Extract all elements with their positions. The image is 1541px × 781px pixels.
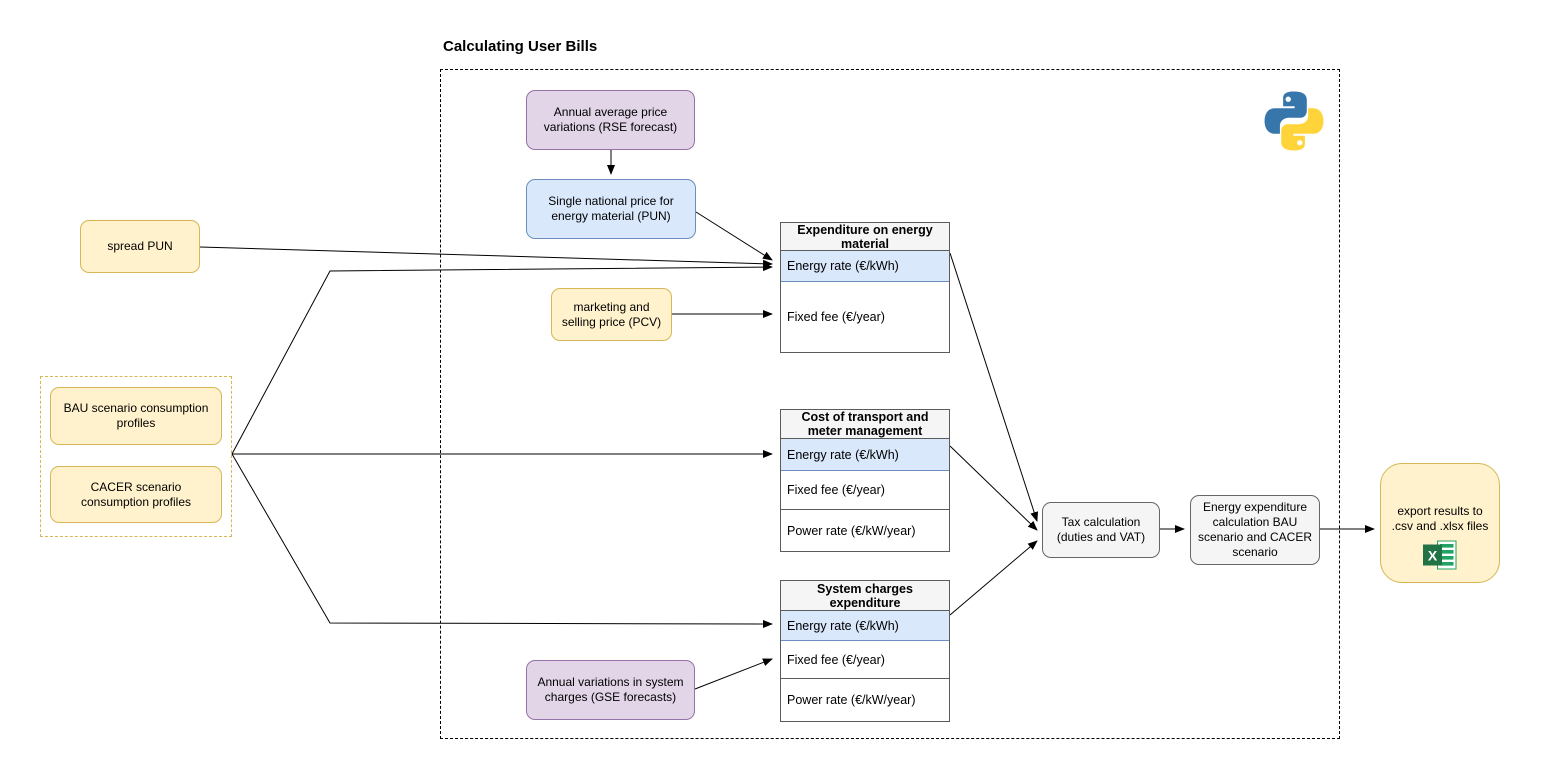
node-label: Tax calculation (duties and VAT)	[1056, 515, 1146, 544]
row-label: Energy rate (€/kWh)	[787, 447, 899, 462]
table-header: Cost of transport and meter management	[781, 410, 949, 439]
consumption-profiles-group	[40, 376, 232, 537]
table-row[interactable]: Fixed fee (€/year)	[781, 471, 949, 509]
row-label: Energy rate (€/kWh)	[787, 618, 899, 633]
node-label: CACER scenario consumption profiles	[80, 479, 192, 509]
node-spread-pun[interactable]: spread PUN	[80, 220, 200, 273]
table-row[interactable]: Energy rate (€/kWh)	[781, 611, 949, 641]
table-row[interactable]: Power rate (€/kW/year)	[781, 678, 949, 721]
node-label: Annual average price variations (RSE for…	[543, 105, 678, 134]
table-row[interactable]: Energy rate (€/kWh)	[781, 439, 949, 471]
node-rse-forecast[interactable]: Annual average price variations (RSE for…	[526, 90, 695, 150]
node-pcv[interactable]: marketing and selling price (PCV)	[551, 288, 672, 341]
python-logo-icon	[1262, 88, 1326, 159]
table-header: Expenditure on energy material	[781, 223, 949, 251]
row-label: Fixed fee (€/year)	[787, 483, 885, 497]
node-label: BAU scenario consumption profiles	[63, 401, 209, 430]
row-label: Fixed fee (€/year)	[787, 310, 885, 324]
row-label: Power rate (€/kW/year)	[787, 693, 916, 707]
node-label: spread PUN	[107, 239, 173, 253]
node-gse-forecasts[interactable]: Annual variations in system charges (GSE…	[526, 660, 695, 720]
node-cacer-consumption-profiles[interactable]: CACER scenario consumption profiles	[50, 466, 222, 523]
table-row[interactable]: Fixed fee (€/year)	[781, 641, 949, 678]
table-row[interactable]: Fixed fee (€/year)	[781, 282, 949, 352]
excel-spreadsheet-icon: X	[1423, 540, 1457, 574]
table-system-charges-expenditure[interactable]: System charges expenditure Energy rate (…	[780, 580, 950, 722]
row-label: Power rate (€/kW/year)	[787, 523, 916, 538]
svg-text:X: X	[1428, 548, 1438, 564]
node-label: Single national price for energy materia…	[548, 194, 674, 223]
node-tax-calculation[interactable]: Tax calculation (duties and VAT)	[1042, 502, 1160, 558]
table-expenditure-energy-material[interactable]: Expenditure on energy material Energy ra…	[780, 222, 950, 353]
row-label: Fixed fee (€/year)	[787, 652, 885, 667]
row-label: Energy rate (€/kWh)	[787, 259, 899, 273]
diagram-title: Calculating User Bills	[443, 38, 598, 55]
node-label: Annual variations in system charges (GSE…	[537, 675, 684, 704]
table-header: System charges expenditure	[781, 581, 949, 611]
node-pun[interactable]: Single national price for energy materia…	[526, 179, 696, 239]
node-label: export results to .csv and .xlsx files	[1391, 504, 1489, 533]
table-transport-meter-management[interactable]: Cost of transport and meter management E…	[780, 409, 950, 552]
table-row[interactable]: Energy rate (€/kWh)	[781, 251, 949, 282]
node-label: marketing and selling price (PCV)	[561, 299, 662, 329]
table-row[interactable]: Power rate (€/kW/year)	[781, 509, 949, 551]
node-energy-expenditure-calculation[interactable]: Energy expenditure calculation BAU scena…	[1190, 495, 1320, 565]
node-export-results[interactable]: export results to .csv and .xlsx files X	[1380, 463, 1500, 583]
node-bau-consumption-profiles[interactable]: BAU scenario consumption profiles	[50, 387, 222, 445]
node-label: Energy expenditure calculation BAU scena…	[1197, 500, 1313, 559]
